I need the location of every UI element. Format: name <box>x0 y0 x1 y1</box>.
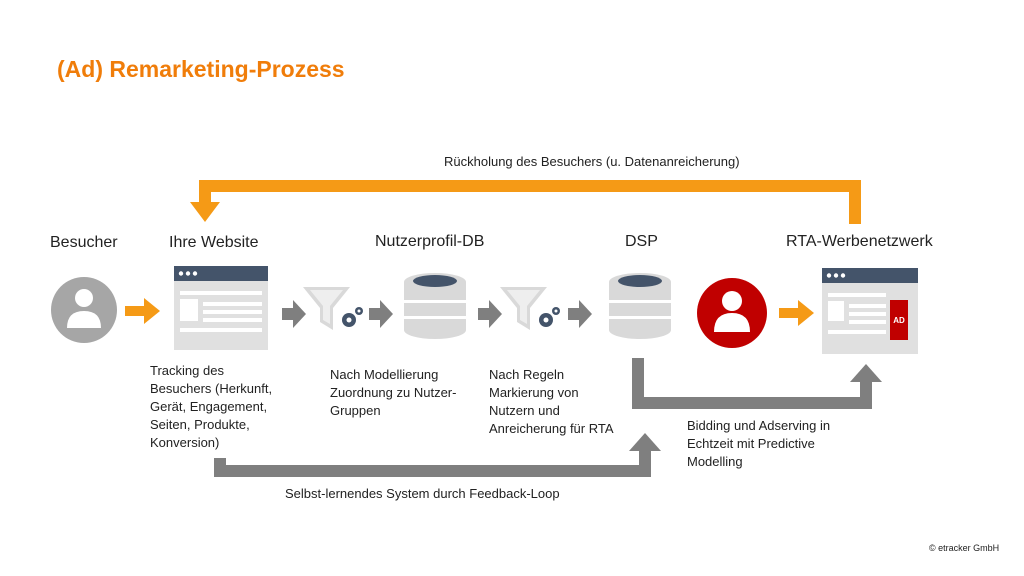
node-label-rta-network: RTA-Werbenetzwerk <box>786 233 933 250</box>
arrow-user-to-rta <box>779 300 814 326</box>
targeted-user-icon <box>697 278 767 348</box>
page-title: (Ad) Remarketing-Prozess <box>57 56 345 82</box>
copyright-notice: © etracker GmbH <box>929 543 1000 553</box>
database-icon <box>404 273 466 339</box>
filter-gear-icon <box>500 287 560 330</box>
visitor-avatar-icon <box>51 277 117 343</box>
arrow-filter-to-dsp <box>568 300 592 328</box>
description-modeling: Nach Modellierung Zuordnung zu Nutzer- G… <box>330 367 457 418</box>
node-label-website: Ihre Website <box>169 234 259 251</box>
arrow-website-to-filter <box>282 300 306 328</box>
dsp-to-rta-arrow <box>632 358 882 409</box>
node-label-dsp: DSP <box>625 233 658 250</box>
description-tracking: Tracking des Besuchers (Herkunft, Gerät,… <box>150 363 273 450</box>
website-icon <box>174 266 268 350</box>
bottom-loop-label: Selbst-lernendes System durch Feedback-L… <box>285 486 560 501</box>
top-loop-arrow <box>190 180 861 224</box>
filter-gear-icon <box>303 287 363 330</box>
arrow-filter-to-db <box>369 300 393 328</box>
node-label-visitor: Besucher <box>50 234 118 251</box>
top-loop-label: Rückholung des Besuchers (u. Datenanreic… <box>444 154 740 169</box>
arrow-db-to-filter <box>478 300 502 328</box>
ad-badge: AD <box>893 316 905 325</box>
description-rules: Nach Regeln Markierung von Nutzern und A… <box>489 367 614 436</box>
description-bidding: Bidding und Adserving in Echtzeit mit Pr… <box>687 418 831 469</box>
rta-ad-website-icon: AD <box>822 268 918 354</box>
arrow-visitor-to-website <box>125 298 160 324</box>
node-label-profile-db: Nutzerprofil-DB <box>375 233 485 250</box>
dsp-database-icon <box>609 273 671 339</box>
bottom-loop-arrow <box>214 433 661 477</box>
